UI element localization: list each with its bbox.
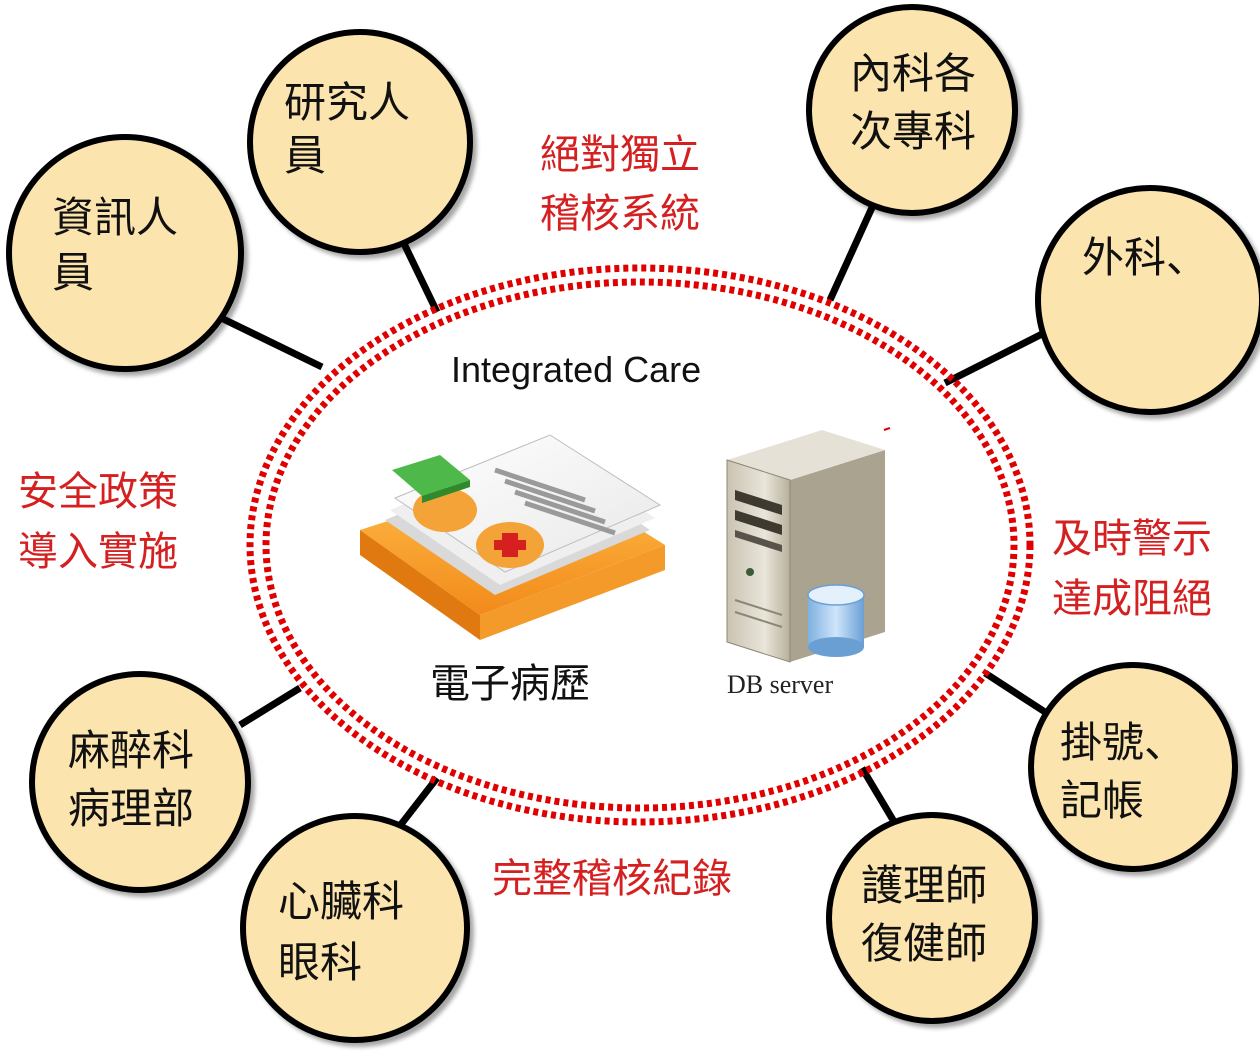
annotation-bottom: 完整稽核紀錄 [492, 856, 732, 902]
node-cardiology: 心臟科 眼科 [240, 813, 470, 1043]
node-label-line-1: 心臟科 [278, 877, 404, 926]
node-nursing: 護理師 復健師 [826, 812, 1038, 1024]
node-surgery: 外科、 [1035, 185, 1260, 415]
node-circle [806, 4, 1018, 216]
database-server-icon [726, 427, 891, 663]
spoke-surgery [943, 326, 1052, 387]
annotation-top-line-1: 絕對獨立 [540, 132, 700, 178]
node-label-line-2: 次專科 [850, 107, 976, 156]
node-label-line-1: 資訊人 [52, 193, 178, 242]
annotation-bottom-line-1: 完整稽核紀錄 [492, 856, 732, 902]
node-circle [6, 134, 244, 372]
node-label-line-1: 掛號、 [1060, 718, 1186, 767]
node-label-line-2: 眼科 [278, 938, 362, 987]
outer-dotted-ring [246, 264, 1034, 826]
node-label-line-2: 員 [52, 248, 94, 297]
node-circle [1035, 185, 1260, 415]
node-research: 研究人 員 [247, 29, 473, 255]
node-it: 資訊人 員 [6, 134, 244, 372]
db-server-label: DB server [727, 670, 833, 699]
node-circle [247, 29, 473, 255]
node-label-line-2: 病理部 [68, 784, 194, 833]
node-circle [1028, 662, 1238, 872]
node-label-line-1: 麻醉科 [68, 726, 194, 775]
medical-record-icon [360, 434, 665, 640]
node-label-line-1: 研究人 [284, 78, 410, 127]
node-registration: 掛號、 記帳 [1028, 662, 1238, 872]
spoke-it [213, 311, 324, 371]
annotation-right: 及時警示 達成阻絕 [1052, 516, 1212, 622]
annotation-left-line-1: 安全政策 [18, 469, 178, 515]
emr-label: 電子病歷 [430, 661, 590, 707]
annotation-left-line-2: 導入實施 [18, 529, 178, 575]
node-internal-med: 內科各 次專科 [806, 4, 1018, 216]
integration-boundary [246, 264, 1034, 826]
node-circle [826, 812, 1038, 1024]
annotation-right-line-2: 達成阻絕 [1052, 576, 1212, 622]
node-circle [240, 813, 470, 1043]
node-anesthesia: 麻醉科 病理部 [29, 671, 251, 893]
annotation-left: 安全政策 導入實施 [18, 469, 178, 575]
spoke-registration [983, 670, 1047, 715]
node-circle [29, 671, 251, 893]
node-label-line-1: 外科、 [1082, 233, 1208, 282]
node-label-line-1: 護理師 [861, 861, 987, 910]
node-label-line-2: 員 [284, 131, 326, 180]
annotation-right-line-1: 及時警示 [1052, 516, 1212, 562]
annotation-top-line-2: 稽核系統 [540, 191, 700, 237]
node-label-line-2: 復健師 [861, 919, 987, 968]
node-label-line-2: 記帳 [1060, 776, 1144, 825]
spoke-anesthesia [238, 685, 302, 728]
annotation-top: 絕對獨立 稽核系統 [540, 132, 700, 237]
spoke-internal-med [826, 188, 884, 302]
inner-dotted-ring [262, 278, 1018, 812]
center-title: Integrated Care [451, 349, 701, 390]
node-label-line-1: 內科各 [850, 49, 976, 98]
